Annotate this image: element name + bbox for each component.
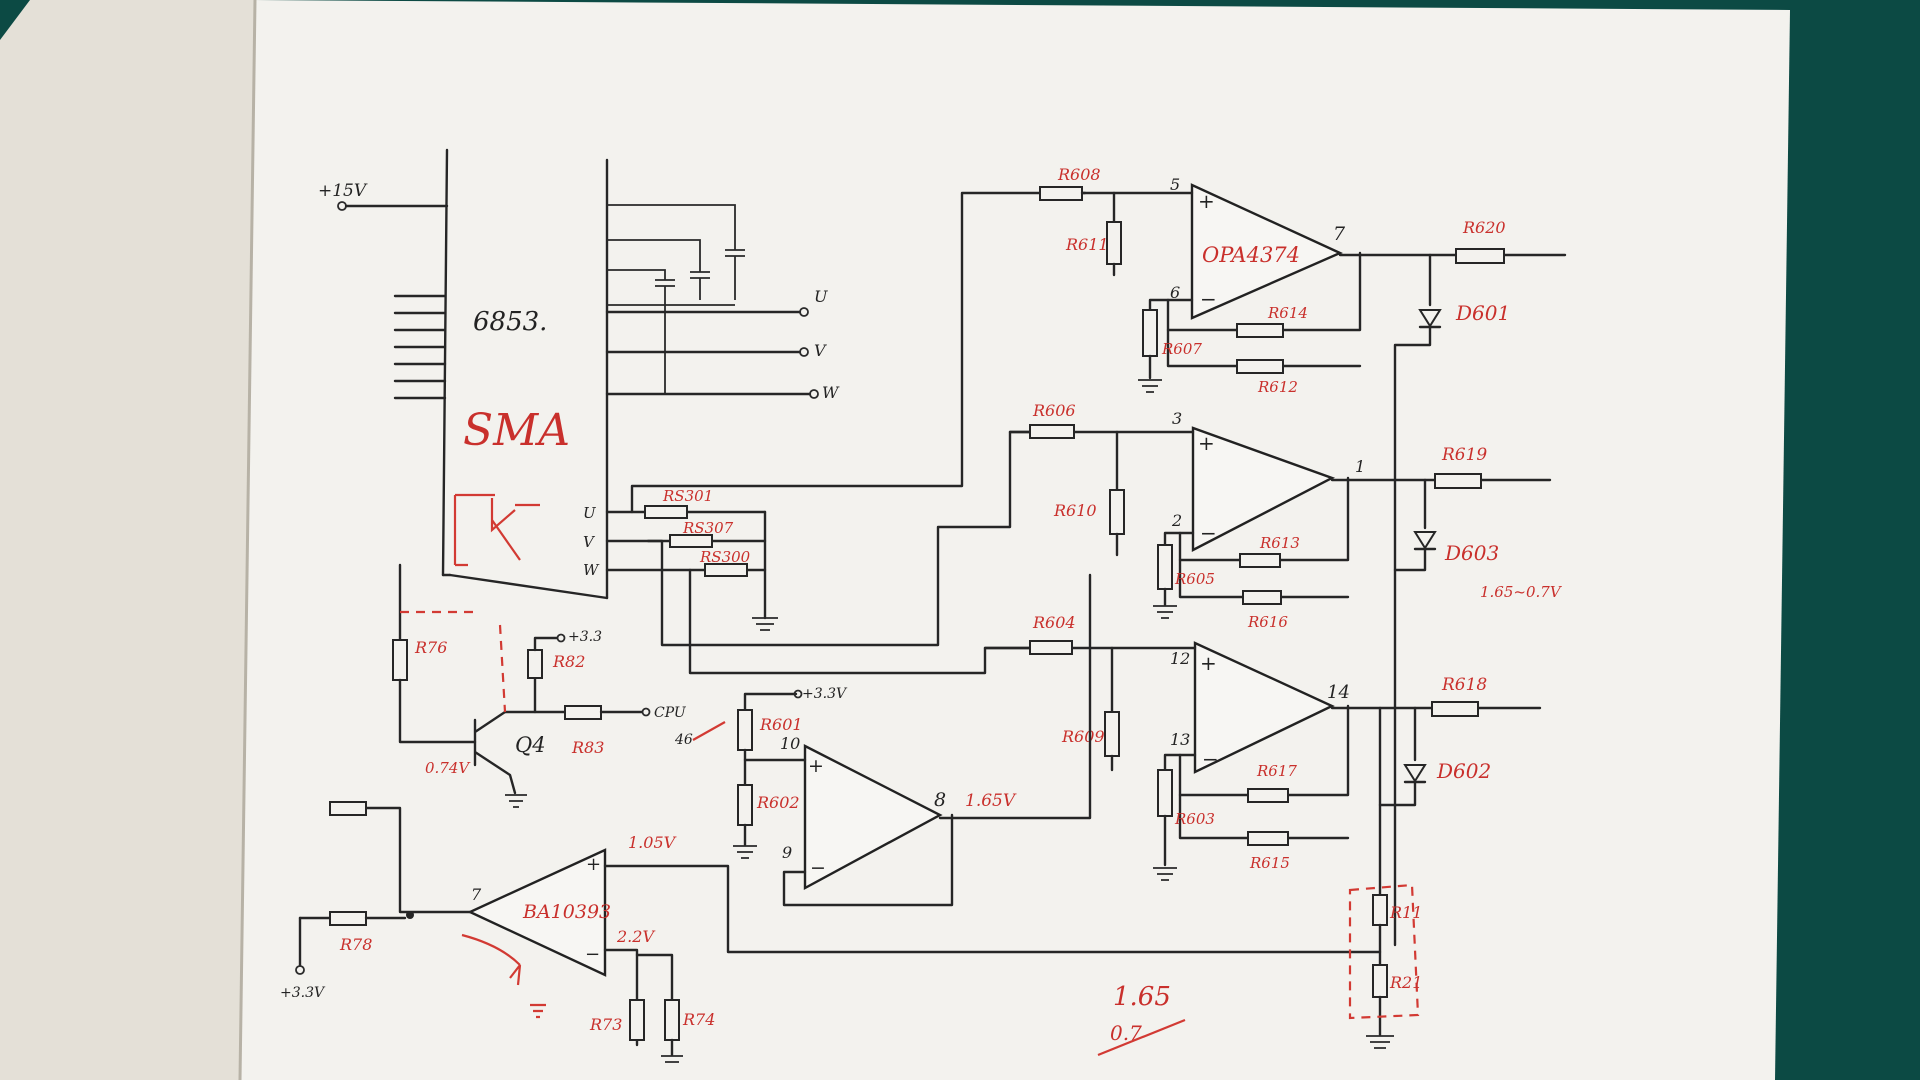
rs307-label: RS307 xyxy=(682,519,734,537)
opamp-mid-plus: + xyxy=(1198,431,1215,455)
module-part-label: 6853. xyxy=(473,307,547,337)
r76-label: R76 xyxy=(414,638,447,657)
r74-label: R74 xyxy=(682,1010,715,1029)
pin-8: 8 xyxy=(934,789,946,811)
pin-12: 12 xyxy=(1170,649,1190,668)
rs300-label: RS300 xyxy=(699,548,751,566)
opamp-bottom xyxy=(983,640,1542,881)
r610-label: R610 xyxy=(1053,501,1097,520)
opamp-top xyxy=(1038,183,1567,947)
r615-label: R615 xyxy=(1249,854,1290,872)
module-series-label: SMA xyxy=(463,405,570,456)
reference-buffer xyxy=(733,573,1092,907)
r617-label: R617 xyxy=(1256,762,1297,780)
p33-q4-label: +3.3 xyxy=(568,629,602,645)
pin-2: 2 xyxy=(1171,511,1182,530)
right-page xyxy=(240,0,1790,1080)
r605-label: R605 xyxy=(1174,570,1215,588)
pin-14: 14 xyxy=(1327,682,1350,703)
r603-label: R603 xyxy=(1174,810,1215,828)
opamp-mid-minus: − xyxy=(1200,521,1217,545)
r614-label: R614 xyxy=(1267,304,1308,322)
d601-label: D601 xyxy=(1455,301,1510,325)
note-165-label: 1.65~0.7V xyxy=(1480,583,1563,601)
opamp-bot-plus: + xyxy=(1200,651,1217,675)
cpu-label: CPU xyxy=(654,705,687,721)
opamp-bot-minus: − xyxy=(1202,747,1219,771)
r620-label: R620 xyxy=(1462,218,1506,237)
v074-label: 0.74V xyxy=(425,759,471,777)
r612-label: R612 xyxy=(1257,378,1298,396)
note-underline xyxy=(1097,1018,1186,1057)
p33-comparator-label: +3.3V xyxy=(280,985,326,1001)
phase-u-out: U xyxy=(814,287,828,306)
r613-label: R613 xyxy=(1259,534,1300,552)
comparator-minus: − xyxy=(585,944,600,965)
shunt-network xyxy=(605,191,1042,675)
r78-label: R78 xyxy=(339,935,372,954)
module-u-pin: U xyxy=(583,504,597,522)
divider-r11-r21 xyxy=(1348,803,1420,1049)
page-gutter xyxy=(238,0,257,1080)
r21-label: R21 xyxy=(1389,973,1422,992)
buffer-plus: + xyxy=(808,755,824,777)
rs301-label: RS301 xyxy=(662,487,713,505)
opamp-top-plus: + xyxy=(1198,189,1215,213)
r82-label: R82 xyxy=(552,652,585,671)
comparator-plus: + xyxy=(586,854,601,875)
r616-label: R616 xyxy=(1247,613,1288,631)
module-6853 xyxy=(337,148,819,600)
left-page xyxy=(0,0,255,1080)
r11-label: R11 xyxy=(1389,903,1422,922)
notebook xyxy=(0,0,1790,1080)
r604-label: R604 xyxy=(1032,613,1076,632)
r608-label: R608 xyxy=(1057,165,1101,184)
rail-15v-label: +15V xyxy=(318,181,368,201)
v22-label: 2.2V xyxy=(616,927,655,946)
r73-label: R73 xyxy=(589,1015,622,1034)
r611-label: R611 xyxy=(1065,235,1109,254)
pin-13: 13 xyxy=(1170,730,1190,749)
note-bottom-165: 1.65 xyxy=(1113,982,1171,1012)
p33-buffer-label: +3.3V xyxy=(802,686,848,702)
note-bottom-07: 0.7 xyxy=(1110,1021,1142,1045)
pin-5: 5 xyxy=(1170,175,1180,194)
opamp-top-minus: − xyxy=(1200,287,1217,311)
phase-w-out: W xyxy=(822,383,840,402)
p33-buffer-node xyxy=(793,689,803,699)
r609-label: R609 xyxy=(1061,727,1105,746)
r619-label: R619 xyxy=(1441,445,1487,465)
r607-label: R607 xyxy=(1161,340,1202,358)
comparator-ba10393 xyxy=(295,801,1382,1063)
ba10393-label: BA10393 xyxy=(522,901,611,923)
pin-7-comparator: 7 xyxy=(471,885,482,904)
pin46-label: 46 xyxy=(674,732,693,748)
opa-part-label: OPA4374 xyxy=(1202,243,1300,267)
phase-v-out: V xyxy=(814,341,827,360)
opamp-middle xyxy=(1008,424,1552,619)
pin-9: 9 xyxy=(782,843,792,862)
q4-section xyxy=(392,563,726,808)
r602-label: R602 xyxy=(756,793,800,812)
buffer-minus: − xyxy=(810,857,826,879)
r83-label: R83 xyxy=(571,738,604,757)
pin-1: 1 xyxy=(1355,457,1365,476)
r606-label: R606 xyxy=(1032,401,1076,420)
pin-7: 7 xyxy=(1333,223,1346,245)
pin-6: 6 xyxy=(1170,283,1180,302)
r618-label: R618 xyxy=(1441,675,1487,695)
pin-3: 3 xyxy=(1172,409,1182,428)
q4-label: Q4 xyxy=(515,733,546,757)
module-v-pin: V xyxy=(583,533,596,551)
pin-10: 10 xyxy=(780,734,800,753)
module-w-pin: W xyxy=(583,561,600,579)
d603-label: D603 xyxy=(1444,541,1499,565)
r601-label: R601 xyxy=(759,715,803,734)
v165-out-label: 1.65V xyxy=(965,791,1017,811)
v105-label: 1.05V xyxy=(628,833,677,852)
d602-label: D602 xyxy=(1436,759,1491,783)
